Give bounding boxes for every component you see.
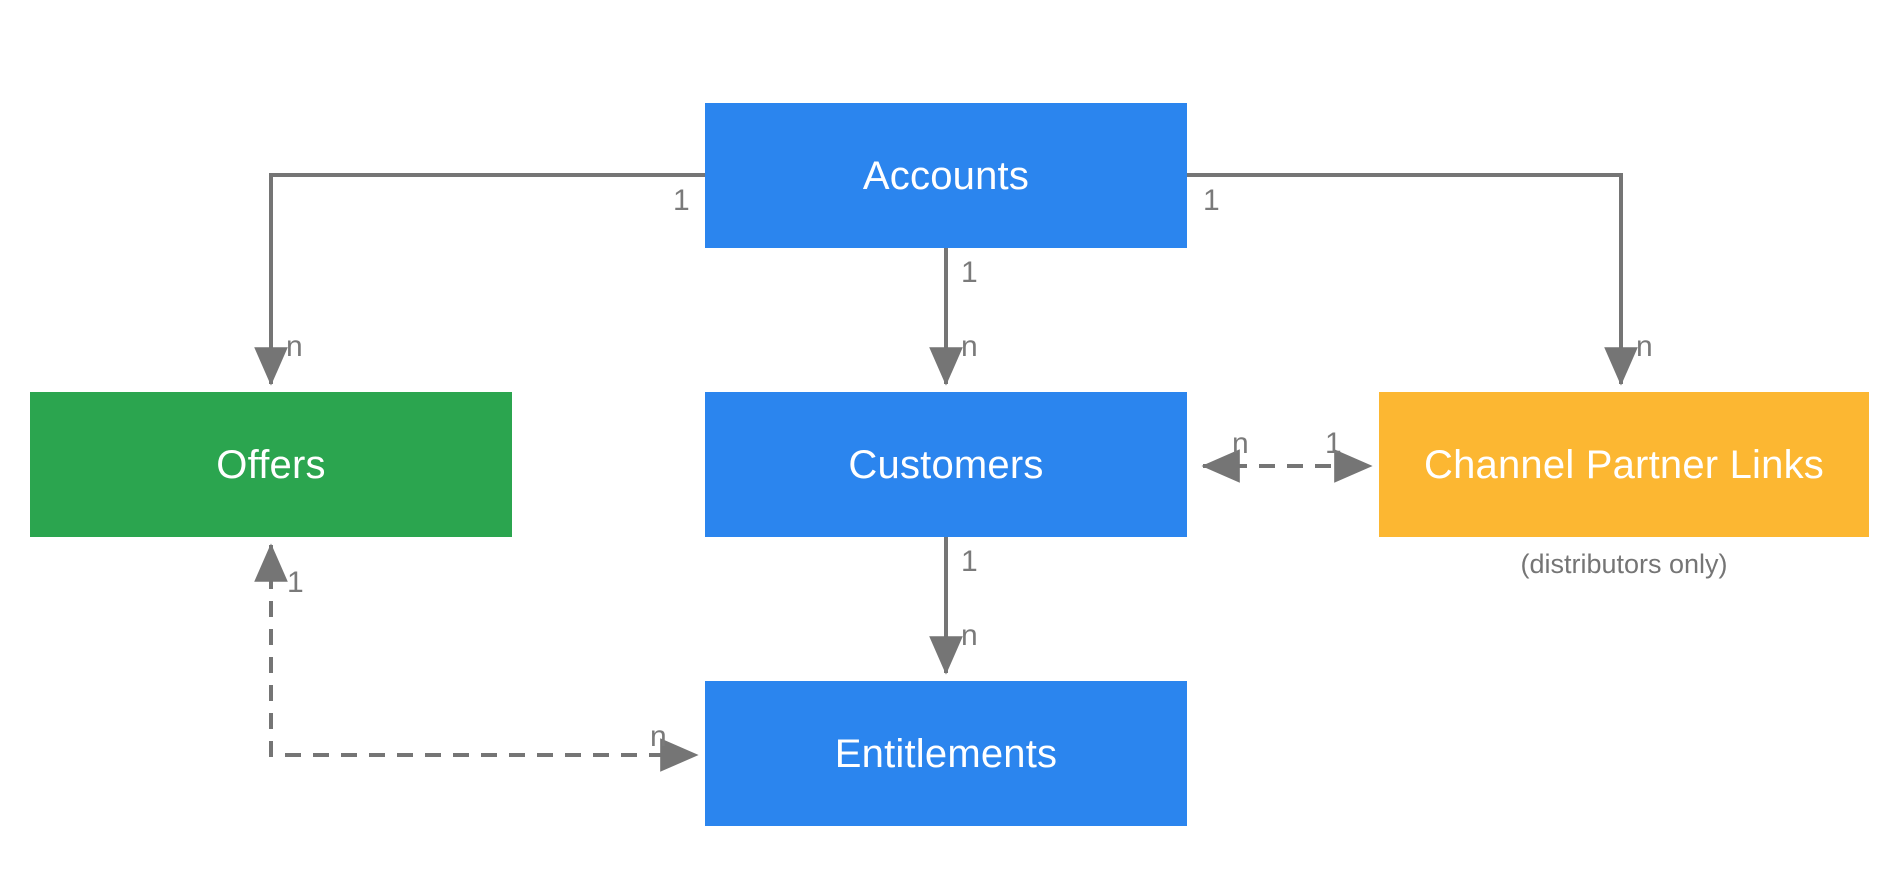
caption-distributors-only: (distributors only) [1379, 551, 1869, 578]
node-offers-label: Offers [216, 442, 326, 487]
edge-offers-entitlements [254, 543, 699, 772]
edge-label-text: 1 [1325, 427, 1342, 460]
caption-distributors-only-text: (distributors only) [1520, 549, 1728, 579]
edge-label-customers-entitlements-target: n [961, 621, 978, 651]
edge-label-text: 1 [287, 566, 304, 599]
edge-label-customers-channel-partner-links-source: n [1232, 429, 1249, 459]
edge-label-text: n [1232, 427, 1249, 460]
edge-label-accounts-offers-source: 1 [673, 186, 690, 216]
edge-label-accounts-customers-target: n [961, 332, 978, 362]
edge-label-text: 1 [961, 545, 978, 578]
edge-label-accounts-channel-partner-links-source: 1 [1203, 186, 1220, 216]
edge-label-text: 1 [1203, 184, 1220, 217]
node-entitlements-label: Entitlements [834, 731, 1058, 776]
edge-label-offers-entitlements-source: 1 [287, 568, 304, 598]
edge-label-accounts-channel-partner-links-target: n [1636, 332, 1653, 362]
node-accounts[interactable]: Accounts [705, 103, 1187, 248]
edge-label-text: 1 [961, 256, 978, 289]
node-accounts-label: Accounts [862, 153, 1030, 198]
edge-label-text: n [961, 619, 978, 652]
edge-label-offers-entitlements-target: n [650, 722, 667, 752]
edge-label-accounts-offers-target: n [286, 332, 303, 362]
edge-accounts-offers [254, 173, 705, 386]
edge-label-text: n [650, 720, 667, 753]
node-customers-label: Customers [848, 442, 1044, 487]
edge-label-text: n [961, 330, 978, 363]
node-customers[interactable]: Customers [705, 392, 1187, 537]
node-entitlements[interactable]: Entitlements [705, 681, 1187, 826]
edge-label-customers-channel-partner-links-target: 1 [1325, 429, 1342, 459]
node-offers[interactable]: Offers [30, 392, 512, 537]
edge-label-customers-entitlements-source: 1 [961, 547, 978, 577]
edge-label-text: 1 [673, 184, 690, 217]
node-channel-partner-links[interactable]: Channel Partner Links [1379, 392, 1869, 537]
node-channel-partner-links-label: Channel Partner Links [1424, 442, 1824, 487]
edge-label-text: n [1636, 330, 1653, 363]
edge-accounts-channel-partner-links [1187, 173, 1638, 386]
edge-label-text: n [286, 330, 303, 363]
edge-label-accounts-customers-source: 1 [961, 258, 978, 288]
